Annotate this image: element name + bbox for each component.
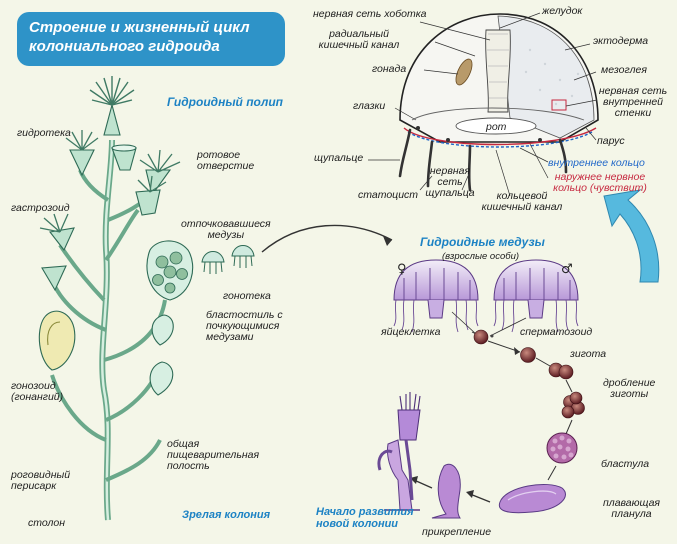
label-eyespots: глазки — [353, 100, 386, 112]
attached-planula — [431, 463, 461, 519]
hydroid-colony — [38, 76, 194, 521]
label-tentacle-nerve-net: нервная сеть щупальца — [425, 165, 475, 199]
label-radial-canal: радиальный кишечный канал — [318, 28, 400, 51]
medusa-cross-section — [368, 12, 599, 197]
cleavage-stages — [548, 362, 585, 419]
female-symbol: ♀ — [397, 262, 407, 277]
label-gonotheca: гонотека — [223, 290, 271, 302]
label-digestive-cavity: общая пищеварительная полость — [167, 438, 260, 472]
label-stomach: желудок — [542, 5, 583, 17]
label-attachment: прикрепление — [422, 526, 492, 538]
label-hydrotheca: гидротека — [17, 127, 71, 139]
label-mesoglea: мезоглея — [601, 64, 647, 76]
label-ring-canal: кольцевой кишечный канал — [481, 190, 563, 213]
label-planula: плавающая планула — [603, 497, 661, 520]
label-perisarc: роговидный перисарк — [11, 469, 71, 492]
label-ectoderm: эктодерма — [593, 35, 649, 47]
female-medusa — [393, 259, 479, 333]
detached-medusae — [201, 245, 255, 274]
label-detached-medusae: отпочковавшиеся медузы — [181, 218, 271, 241]
page-title: Строение и жизненный цикл колониального … — [17, 12, 285, 66]
young-polyp — [387, 439, 413, 511]
title-line-2: колониального гидроида — [29, 38, 220, 55]
label-velum: парус — [597, 135, 625, 147]
label-gastrozooid: гастрозоид — [11, 202, 70, 214]
zygote-cell — [520, 347, 536, 363]
label-outer-nerve-ring: наружнее нервное кольцо (чувствит) — [553, 171, 647, 194]
label-gonozooid: гонозоид (гонангий) — [11, 380, 64, 403]
label-blastostyle: бластостиль с почкующимися медузами — [206, 309, 283, 343]
developing-colony — [377, 392, 421, 501]
label-statocyst: статоцист — [358, 189, 419, 201]
label-tentacle: щупальце — [314, 152, 364, 164]
label-inner-wall-nerve-net: нервная сеть внутренней стенки — [598, 85, 668, 119]
big-return-arrow — [603, 189, 660, 283]
heading-new-colony: Начало развития новой колонии — [316, 506, 414, 530]
label-mouth-opening: ротовое отверстие — [197, 149, 255, 172]
heading-hydroid-polyp: Гидроидный полип — [167, 95, 284, 109]
label-zygote: зигота — [570, 348, 607, 360]
label-mouth: рот — [486, 121, 507, 133]
label-blastula: бластула — [601, 458, 650, 470]
label-proboscis-nerve-net: нервная сеть хоботка — [313, 8, 427, 20]
label-sperm: сперматозоид — [520, 326, 593, 338]
egg-cell — [473, 329, 489, 345]
label-stolon: столон — [28, 517, 66, 529]
label-egg-cell: яйцеклетка — [381, 326, 441, 338]
label-gonad: гонада — [372, 63, 407, 75]
label-cleavage: дробление зиготы — [603, 377, 656, 400]
heading-hydroid-medusae: Гидроидные медузы — [420, 235, 545, 249]
heading-medusae-sub: (взрослые особи) — [442, 251, 520, 262]
male-medusa — [493, 259, 579, 333]
heading-mature-colony: Зрелая колония — [182, 509, 271, 521]
label-inner-nerve-ring: внутреннее кольцо — [548, 157, 645, 169]
life-cycle — [377, 311, 585, 519]
arrow-colony-to-medusae — [261, 224, 393, 253]
title-line-1: Строение и жизненный цикл — [29, 19, 250, 36]
male-symbol: ♂ — [561, 262, 573, 277]
